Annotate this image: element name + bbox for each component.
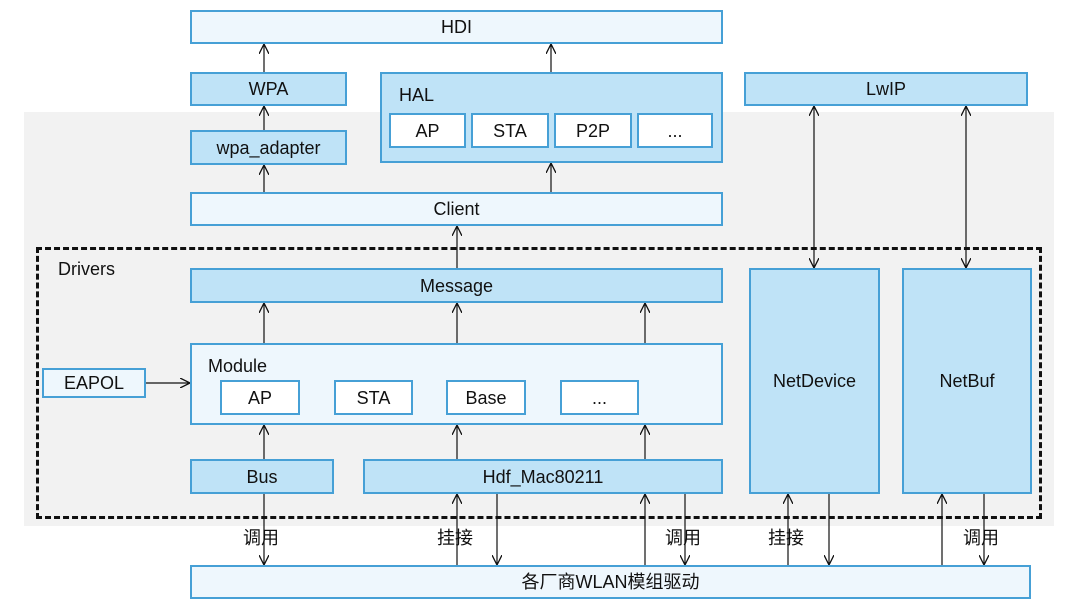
hal-title: HAL [399, 85, 435, 105]
wpa-box: WPA [190, 72, 347, 106]
module-item-sta-label: STA [356, 387, 391, 408]
hdf-mac80211-box: Hdf_Mac80211 [363, 459, 723, 494]
wpa-adapter-label: wpa_adapter [216, 137, 321, 158]
edge-label-call-3: 调用 [963, 528, 999, 548]
module-item-more-label: ... [591, 387, 607, 408]
edge-label-attach-2: 挂接 [768, 528, 804, 548]
hal-item-more: ... [637, 113, 713, 148]
client-box: Client [190, 192, 723, 226]
message-box: Message [190, 268, 723, 303]
hal-item-p2p: P2P [554, 113, 632, 148]
bus-label: Bus [246, 466, 278, 487]
module-item-ap-label: AP [247, 387, 272, 408]
bus-box: Bus [190, 459, 334, 494]
background-panel [24, 112, 1054, 526]
hdi-label: HDI [441, 17, 472, 37]
hal-item-more-label: ... [667, 120, 683, 141]
module-item-sta: STA [334, 380, 413, 415]
hal-item-ap-label: AP [415, 120, 440, 141]
message-label: Message [419, 275, 494, 296]
netdevice-label: NetDevice [772, 371, 857, 391]
module-item-base: Base [446, 380, 526, 415]
drivers-boundary [36, 247, 1042, 519]
netbuf-label: NetBuf [939, 371, 995, 391]
netdevice-box: NetDevice [749, 268, 880, 494]
wpa-label: WPA [248, 79, 289, 99]
hal-item-ap: AP [389, 113, 466, 148]
hal-item-p2p-label: P2P [575, 120, 611, 141]
wpa-adapter-box: wpa_adapter [190, 130, 347, 165]
eapol-label: EAPOL [63, 373, 125, 393]
edge-label-call-2: 调用 [665, 528, 701, 548]
eapol-box: EAPOL [42, 368, 146, 398]
edge-label-attach-1: 挂接 [437, 528, 473, 548]
vendor-driver-box: 各厂商WLAN模组驱动 [190, 565, 1031, 599]
hdi-box: HDI [190, 10, 723, 44]
hal-item-sta-label: STA [493, 120, 527, 141]
hal-item-sta: STA [471, 113, 549, 148]
client-label: Client [433, 199, 480, 219]
lwip-label: LwIP [865, 79, 907, 99]
module-item-more: ... [560, 380, 639, 415]
hdf-mac80211-label: Hdf_Mac80211 [482, 466, 604, 487]
drivers-title: Drivers [58, 259, 115, 279]
module-title: Module [208, 356, 268, 376]
module-item-base-label: Base [465, 387, 507, 408]
vendor-driver-label: 各厂商WLAN模组驱动 [521, 572, 700, 592]
module-item-ap: AP [220, 380, 300, 415]
netbuf-box: NetBuf [902, 268, 1032, 494]
lwip-box: LwIP [744, 72, 1028, 106]
edge-label-call-1: 调用 [243, 528, 279, 548]
